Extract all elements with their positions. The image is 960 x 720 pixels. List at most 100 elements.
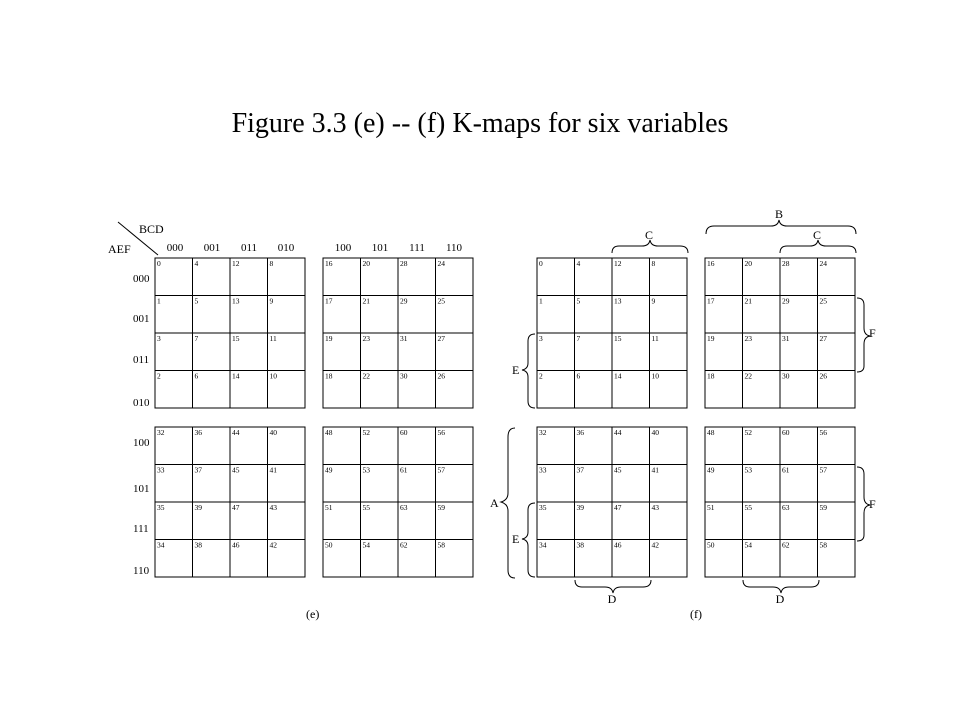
cell-number: 31 (782, 334, 790, 343)
cell-number: 29 (782, 297, 790, 306)
cell-number: 49 (325, 466, 333, 475)
cell-number: 34 (157, 541, 165, 550)
cell-number: 60 (400, 428, 408, 437)
cell-number: 0 (157, 259, 161, 268)
bracket-f (856, 466, 871, 542)
variable-label-f: F (869, 497, 876, 511)
cell-number: 7 (195, 334, 199, 343)
cell-number: 51 (707, 503, 715, 512)
row-code-label: 101 (133, 483, 150, 495)
cell-number: 45 (614, 466, 622, 475)
cell-number: 56 (820, 428, 828, 437)
cell-number: 52 (745, 428, 753, 437)
cell-number: 37 (195, 466, 203, 475)
cell-number: 14 (232, 372, 240, 381)
cell-number: 26 (820, 372, 828, 381)
bracket-f (856, 297, 871, 373)
cell-number: 52 (363, 428, 371, 437)
variable-label-c: C (812, 228, 822, 242)
cell-number: 55 (363, 503, 371, 512)
row-code-label: 010 (133, 397, 150, 409)
cell-number: 57 (820, 466, 828, 475)
cell-number: 12 (614, 259, 622, 268)
corner-label-bcd: BCD (139, 222, 164, 236)
bracket-d (574, 579, 652, 594)
cell-number: 54 (363, 541, 371, 550)
kmap-cell (267, 370, 306, 409)
cell-number: 36 (577, 428, 585, 437)
cell-number: 39 (195, 503, 203, 512)
cell-number: 7 (577, 334, 581, 343)
cell-number: 62 (782, 541, 790, 550)
cell-number: 1 (539, 297, 543, 306)
cell-number: 1 (157, 297, 161, 306)
cell-number: 60 (782, 428, 790, 437)
kmap-cell (435, 539, 474, 578)
cell-number: 11 (270, 334, 277, 343)
cell-number: 50 (325, 541, 333, 550)
cell-number: 63 (782, 503, 790, 512)
cell-number: 22 (363, 372, 371, 381)
cell-number: 40 (270, 428, 278, 437)
col-code-label: 000 (166, 242, 184, 254)
cell-number: 35 (157, 503, 165, 512)
bracket-c (611, 239, 689, 254)
variable-label-e: E (512, 532, 520, 546)
cell-number: 59 (438, 503, 446, 512)
cell-number: 10 (270, 372, 278, 381)
cell-number: 12 (232, 259, 240, 268)
cell-number: 50 (707, 541, 715, 550)
cell-number: 27 (438, 334, 446, 343)
cell-number: 15 (614, 334, 622, 343)
row-code-label: 001 (133, 313, 150, 325)
cell-number: 8 (270, 259, 274, 268)
cell-number: 32 (539, 428, 547, 437)
cell-number: 49 (707, 466, 715, 475)
cell-number: 43 (270, 503, 278, 512)
cell-number: 48 (325, 428, 333, 437)
cell-number: 11 (652, 334, 659, 343)
cell-number: 16 (707, 259, 715, 268)
cell-number: 21 (745, 297, 753, 306)
kmap-cell (649, 370, 688, 409)
variable-label-a: A (490, 496, 499, 510)
cell-number: 54 (745, 541, 753, 550)
cell-number: 41 (652, 466, 660, 475)
corner-diagonal (117, 221, 159, 256)
cell-number: 4 (577, 259, 581, 268)
kmap-cell (817, 539, 856, 578)
kmap-cell (435, 370, 474, 409)
variable-label-f: F (869, 326, 876, 340)
cell-number: 42 (270, 541, 278, 550)
page-title: Figure 3.3 (e) -- (f) K-maps for six var… (231, 108, 729, 139)
cell-number: 40 (652, 428, 660, 437)
kmap-cell (267, 539, 306, 578)
col-code-label: 010 (277, 242, 295, 254)
cell-number: 28 (782, 259, 790, 268)
variable-label-b: B (774, 207, 784, 221)
cell-number: 53 (745, 466, 753, 475)
cell-number: 23 (363, 334, 371, 343)
cell-number: 44 (614, 428, 622, 437)
bracket-e (521, 502, 536, 578)
cell-number: 37 (577, 466, 585, 475)
cell-number: 46 (232, 541, 240, 550)
cell-number: 44 (232, 428, 240, 437)
cell-number: 18 (707, 372, 715, 381)
cell-number: 42 (652, 541, 660, 550)
kmap-cell (649, 539, 688, 578)
cell-number: 19 (707, 334, 715, 343)
row-code-label: 011 (133, 354, 150, 366)
cell-number: 33 (539, 466, 547, 475)
cell-number: 61 (782, 466, 790, 475)
cell-number: 27 (820, 334, 828, 343)
cell-number: 48 (707, 428, 715, 437)
bracket-a (499, 427, 516, 579)
cell-number: 46 (614, 541, 622, 550)
bracket-c (779, 239, 857, 254)
cell-number: 28 (400, 259, 408, 268)
cell-number: 23 (745, 334, 753, 343)
cell-number: 57 (438, 466, 446, 475)
cell-number: 4 (195, 259, 199, 268)
